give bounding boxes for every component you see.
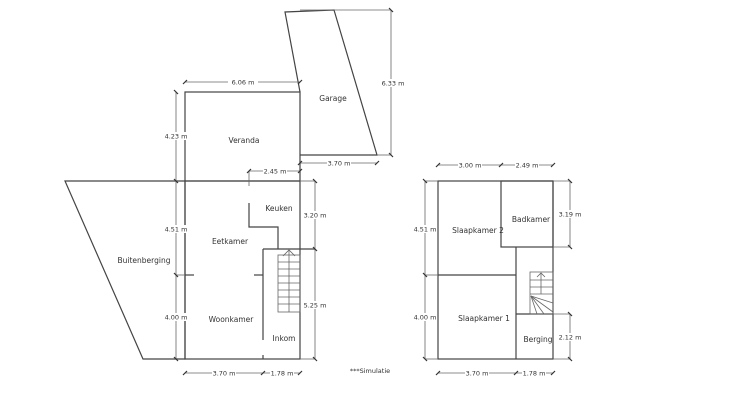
dim-slaapkamer2-width: 3.00 m	[459, 162, 482, 170]
dim-woonkamer-width: 3.70 m	[213, 370, 236, 378]
room-slaapkamer2: Slaapkamer 2	[452, 226, 504, 235]
dim-badkamer-width: 2.49 m	[516, 162, 539, 170]
room-inkom: Inkom	[273, 334, 296, 343]
room-veranda: Veranda	[229, 136, 260, 145]
dim-inkom-width: 1.78 m	[271, 370, 294, 378]
buitenberging-outline	[64, 180, 186, 360]
room-keuken: Keuken	[265, 204, 293, 213]
room-badkamer: Badkamer	[512, 215, 551, 224]
stairs-ground	[277, 249, 301, 313]
dim-veranda-width: 6.06 m	[232, 79, 255, 87]
dim-badkamer-depth: 3.19 m	[559, 211, 582, 219]
dim-berging-depth: 2.12 m	[559, 334, 582, 342]
dim-eetkamer-depth: 4.51 m	[165, 226, 188, 234]
dim-woonkamer-depth: 4.00 m	[165, 314, 188, 322]
dim-keuken-width: 2.45 m	[264, 168, 287, 176]
badkamer-outline	[500, 180, 554, 248]
simulation-note: ***Simulatie	[350, 367, 390, 375]
dim-slaapkamer1-depth: 4.00 m	[414, 314, 437, 322]
room-slaapkamer1: Slaapkamer 1	[458, 314, 510, 323]
room-berging: Berging	[523, 335, 552, 344]
room-garage: Garage	[319, 94, 347, 103]
upper-outline	[437, 180, 554, 360]
room-buitenberging: Buitenberging	[118, 256, 171, 265]
dim-keuken-depth: 3.20 m	[304, 212, 327, 220]
dim-veranda-depth: 4.23 m	[165, 133, 188, 141]
room-woonkamer: Woonkamer	[209, 315, 255, 324]
upper-dimension-ticks	[422, 162, 573, 376]
dim-garage-depth: 6.33 m	[382, 80, 405, 88]
stairs-upper	[529, 271, 554, 315]
keuken-wall	[248, 203, 279, 249]
dim-slaapkamer1-width: 3.70 m	[466, 370, 489, 378]
dim-slaapkamer2-depth: 4.51 m	[414, 226, 437, 234]
dim-inkom-depth: 5.25 m	[304, 302, 327, 310]
dim-berging-width: 1.78 m	[523, 370, 546, 378]
ground-dimension-ticks	[173, 7, 394, 376]
ground-floor: 6.06 m 4.23 m 6.33 m 3.70 m 2.45 m 3.20 …	[64, 7, 406, 378]
room-eetkamer: Eetkamer	[212, 237, 249, 246]
upper-floor: 3.00 m 2.49 m 4.51 m 4.00 m 3.19 m 2.12 …	[413, 161, 582, 378]
dim-garage-width: 3.70 m	[328, 160, 351, 168]
